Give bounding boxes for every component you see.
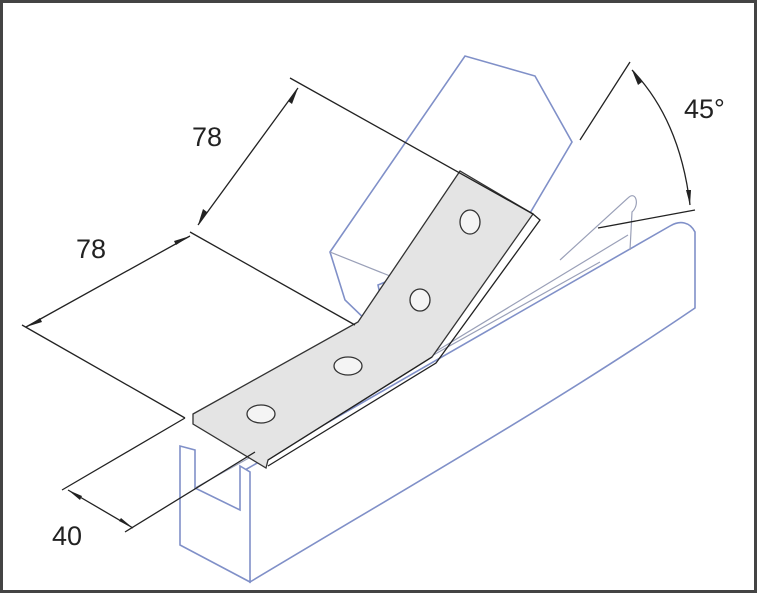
width-label: 40 — [52, 521, 82, 551]
mounting-hole — [246, 404, 276, 424]
mounting-hole — [459, 209, 481, 235]
angle-bracket-plate — [192, 170, 541, 470]
angle-label: 45° — [684, 94, 725, 124]
lower-length-label: 78 — [76, 234, 106, 264]
lower-channel — [179, 195, 696, 584]
mounting-hole — [333, 356, 363, 376]
dimension-lines — [21, 61, 696, 533]
mounting-hole — [409, 288, 431, 312]
upper-length-label: 78 — [192, 122, 222, 152]
